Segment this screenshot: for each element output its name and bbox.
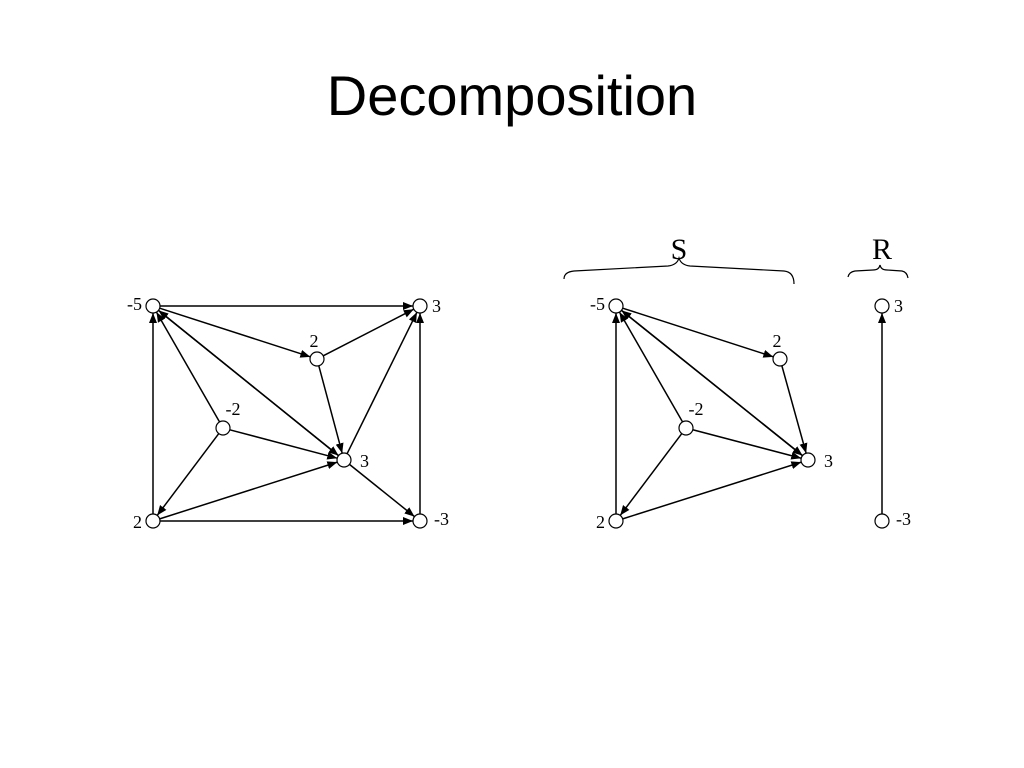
edge-s-d-e bbox=[692, 429, 802, 460]
edge-original-e-b bbox=[346, 311, 418, 455]
r-brace bbox=[847, 264, 909, 279]
edge-s-e-a bbox=[620, 309, 804, 457]
node-label-original-c: 2 bbox=[310, 331, 319, 351]
node-label-original-g: -3 bbox=[434, 509, 449, 529]
node-s-e bbox=[800, 452, 816, 468]
node-original-e bbox=[336, 452, 352, 468]
node-original-d bbox=[215, 420, 231, 436]
node-label-s-f: 2 bbox=[596, 512, 605, 532]
edge-original-f-e bbox=[159, 461, 338, 520]
slide-title: Decomposition bbox=[326, 64, 698, 127]
node-label-r-b: 3 bbox=[894, 296, 903, 316]
edge-s-a-c bbox=[622, 307, 774, 358]
s-group-label: S bbox=[671, 233, 688, 266]
node-original-f bbox=[145, 513, 161, 529]
edge-original-e-a bbox=[157, 309, 340, 457]
s-subgraph: -5 2 -2 3 2 bbox=[590, 294, 833, 532]
node-label-s-d: -2 bbox=[689, 399, 704, 419]
node-label-original-f: 2 bbox=[133, 512, 142, 532]
edge-s-d-f bbox=[619, 433, 683, 516]
edge-original-d-e bbox=[229, 429, 338, 460]
node-s-d bbox=[678, 420, 694, 436]
node-s-f bbox=[608, 513, 624, 529]
edge-original-d-f bbox=[156, 433, 220, 516]
node-original-c bbox=[309, 351, 325, 367]
edge-original-c-e bbox=[318, 365, 344, 454]
r-subgraph: 3 -3 bbox=[874, 296, 911, 529]
node-label-s-e: 3 bbox=[824, 451, 833, 471]
node-r-g bbox=[874, 513, 890, 529]
node-r-b bbox=[874, 298, 890, 314]
node-label-original-d: -2 bbox=[226, 399, 241, 419]
node-original-b bbox=[412, 298, 428, 314]
node-label-s-c: 2 bbox=[773, 331, 782, 351]
edge-original-c-b bbox=[322, 308, 415, 357]
node-label-original-e: 3 bbox=[360, 451, 369, 471]
node-label-r-g: -3 bbox=[896, 509, 911, 529]
r-group-label: R bbox=[872, 233, 892, 266]
edge-s-d-a bbox=[618, 311, 684, 423]
node-label-original-a: -5 bbox=[127, 294, 142, 314]
original-graph: -5 3 2 -2 3 2 -3 bbox=[127, 294, 449, 532]
s-brace bbox=[563, 255, 795, 285]
node-s-c bbox=[772, 351, 788, 367]
node-s-a bbox=[608, 298, 624, 314]
node-original-g bbox=[412, 513, 428, 529]
node-original-a bbox=[145, 298, 161, 314]
node-label-original-b: 3 bbox=[432, 296, 441, 316]
node-label-s-a: -5 bbox=[590, 294, 605, 314]
edge-original-a-c bbox=[159, 307, 311, 358]
edge-original-e-g bbox=[348, 463, 416, 518]
edge-s-f-e bbox=[622, 461, 802, 520]
edge-s-c-e bbox=[781, 365, 808, 454]
edge-original-d-a bbox=[155, 311, 221, 423]
